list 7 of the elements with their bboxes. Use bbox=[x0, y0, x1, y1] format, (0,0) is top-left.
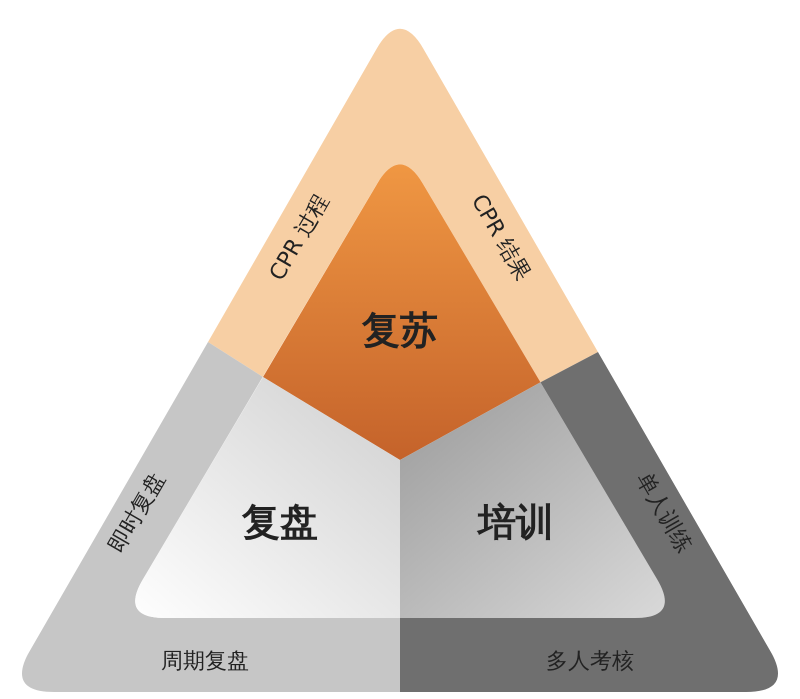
band-label: 周期复盘 bbox=[161, 651, 249, 673]
band-label: 即时复盘 bbox=[106, 469, 170, 557]
segment-label: 复盘 bbox=[242, 503, 318, 541]
segment-label: 培训 bbox=[478, 503, 554, 541]
band-label: 多人考核 bbox=[546, 651, 634, 673]
segment-label: 复苏 bbox=[362, 311, 438, 349]
band-label: 单人训练 bbox=[631, 469, 695, 557]
